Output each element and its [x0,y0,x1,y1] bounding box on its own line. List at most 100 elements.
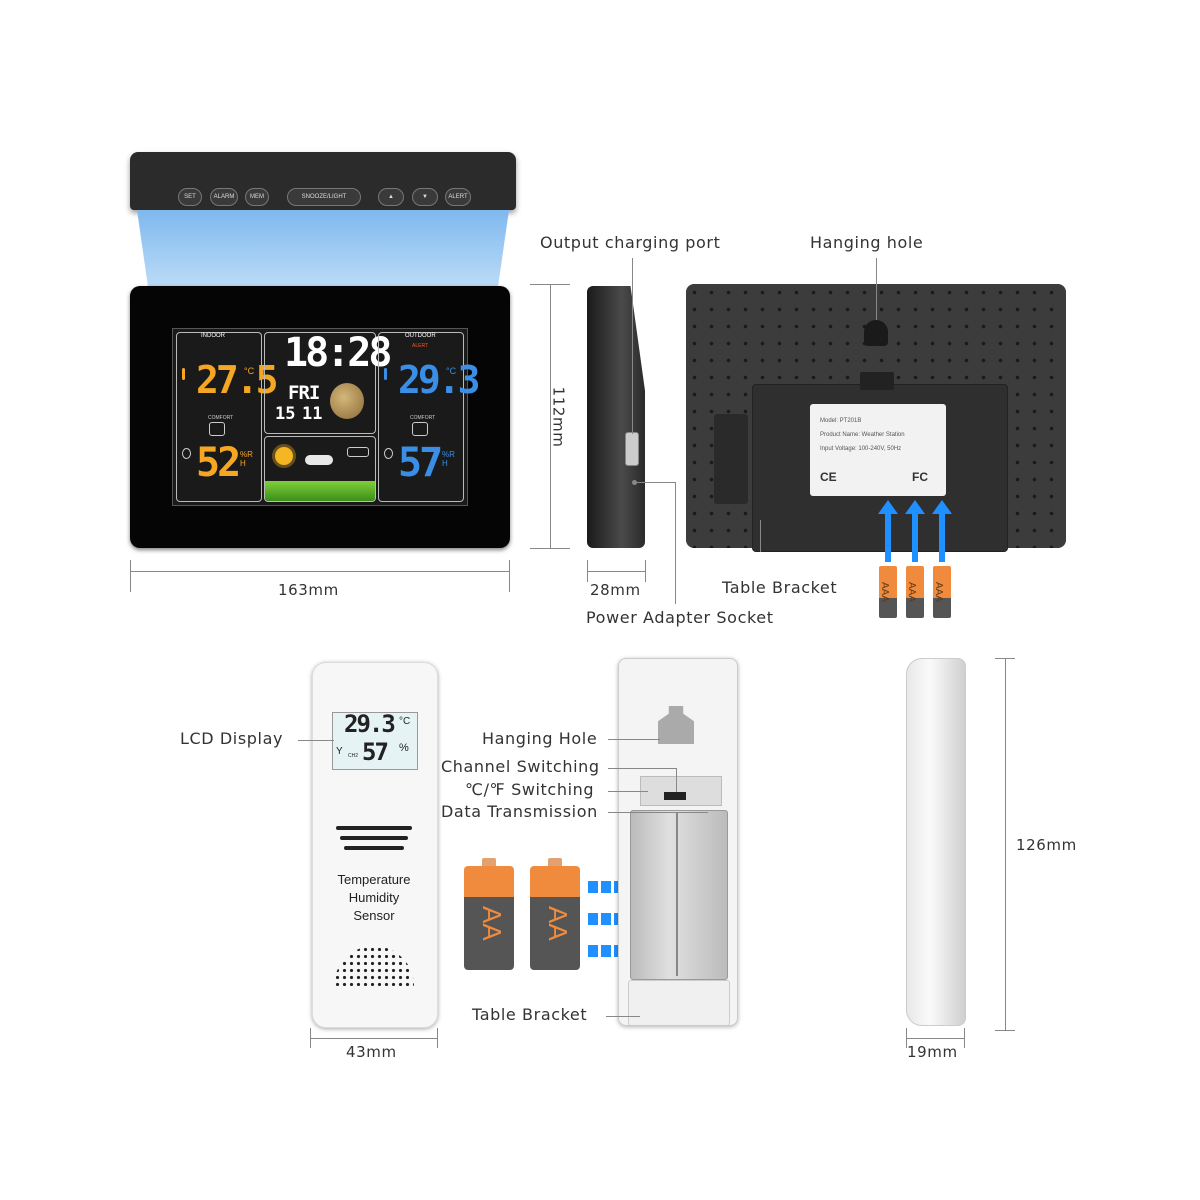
dim-line-width-sensor [310,1038,438,1039]
cloud-icon [305,455,333,465]
dim-line-width-main [130,571,510,572]
mem-button[interactable]: MEM [245,188,269,206]
leader-channel-switching-v [676,768,677,792]
dim-line-height-main [550,284,551,548]
cf-switching-label: ℃/℉ Switching [465,780,595,799]
blue-arrow-icon [878,500,898,514]
sensor-lcd-humidity: 57 [362,738,389,766]
depth-sensor-label: 19mm [907,1043,958,1061]
outdoor-comfort-icon [412,422,428,436]
side-charging-cover [714,414,748,504]
aa-battery-label: AA [543,906,573,941]
width-sensor-label: 43mm [346,1043,397,1061]
aaa-battery-label: AAA [906,582,917,603]
battery-compartment [630,810,728,980]
aa-battery-label: AA [477,906,507,941]
outdoor-label: OUTDOOR [402,333,439,339]
channel-switching-label: Channel Switching [441,757,600,776]
indoor-thermometer-icon [182,368,185,380]
back-voltage-text: Input Voltage: 100-240V, 50Hz [820,446,902,452]
indoor-temp-unit: °C [244,366,255,376]
sensor-lcd-channel: CH2 [348,753,359,759]
forecast-panel [264,436,376,502]
dim-line-depth-main [587,571,645,572]
outdoor-panel [378,332,464,502]
ce-mark-icon: CE [820,470,837,484]
data-transmission-label: Data Transmission [441,802,598,821]
hanging-hole-label: Hanging hole [810,233,924,252]
channel-switch[interactable] [664,792,686,800]
depth-main-label: 28mm [590,581,641,599]
leader-hanging-hole [876,258,877,320]
outdoor-thermometer-icon [384,368,387,380]
dim-tick-sensor-right [437,1028,438,1048]
indoor-comfort-icon [209,422,225,436]
blue-arrow-icon [905,500,925,514]
blue-arrow-icon [885,512,891,562]
dim-tick-depth-left [587,560,588,582]
table-bracket-top-label: Table Bracket [722,578,838,597]
dim-tick-left-main [130,560,131,592]
dim-tick-depth-sensor-right [964,1028,965,1048]
sensor-vent-slot [340,836,408,840]
dim-tick-sensor-left [310,1028,311,1048]
dim-tick-sensor-bottom [995,1030,1015,1031]
sensor-lcd-unit-c: °C [399,716,411,727]
output-charging-port-label: Output charging port [540,233,721,252]
outdoor-humidity: 57 [398,440,443,486]
leader-hanging-hole-sensor [608,739,660,740]
leader-data-transmission [608,812,708,813]
up-button[interactable]: ▲ [378,188,404,206]
light-beam [137,210,509,288]
blue-arrow-icon [912,512,918,562]
fc-mark-icon: FC [912,470,928,484]
width-main-label: 163mm [278,581,339,599]
dim-tick-right-main [509,560,510,592]
aaa-battery-label: AAA [933,582,944,603]
sensor-vent-slot [344,846,404,850]
indoor-drop-icon [182,448,191,459]
dim-tick-sensor-top [995,658,1015,659]
sensor-table-bracket [628,980,730,1026]
back-latch [860,372,894,390]
dim-tick-top-height [530,284,570,285]
table-bracket-bottom-label: Table Bracket [472,1005,588,1024]
sensor-lcd-unit-pct: % [399,742,409,754]
antenna-icon: Y [336,746,343,757]
height-main-label: 112mm [549,386,568,448]
dim-tick-bottom-height [530,548,570,549]
outdoor-drop-icon [384,448,393,459]
hanging-hole-sensor-label: Hanging Hole [482,729,598,748]
indoor-comfort-label: COMFORT [208,415,234,421]
sensor-lcd [332,712,418,770]
alert-button[interactable]: ALERT [445,188,471,206]
clock-panel [264,332,376,434]
indoor-panel [176,332,262,502]
outdoor-hum-unit: %RH [442,450,455,468]
height-sensor-label: 126mm [1016,836,1077,854]
outdoor-temperature: 29.3 [398,358,480,402]
leader-table-bracket-bottom [606,1016,640,1017]
moon-phase-icon [330,383,364,419]
power-adapter-socket-label: Power Adapter Socket [586,608,774,627]
aa-battery-cap [482,858,496,866]
clock-time: 18:28 [284,330,392,376]
alarm-button[interactable]: ALARM [210,188,238,206]
leader-lcd-display [298,740,334,741]
sun-icon [275,447,293,465]
aaa-battery-label: AAA [879,582,890,603]
outdoor-comfort-label: COMFORT [410,415,436,421]
blue-arrow-icon [939,512,945,562]
set-button[interactable]: SET [178,188,202,206]
dim-tick-depth-right [645,560,646,582]
blue-arrow-icon [932,500,952,514]
output-charging-port [625,432,639,466]
back-label-plate [810,404,946,496]
leader-channel-switching [608,768,676,769]
down-button[interactable]: ▼ [412,188,438,206]
aaa-battery-icon [933,566,951,618]
aa-battery-cap [548,858,562,866]
snooze-light-button[interactable]: SNOOZE/LIGHT [287,188,361,206]
aa-battery-icon [530,858,580,970]
grass-graphic [265,481,375,501]
